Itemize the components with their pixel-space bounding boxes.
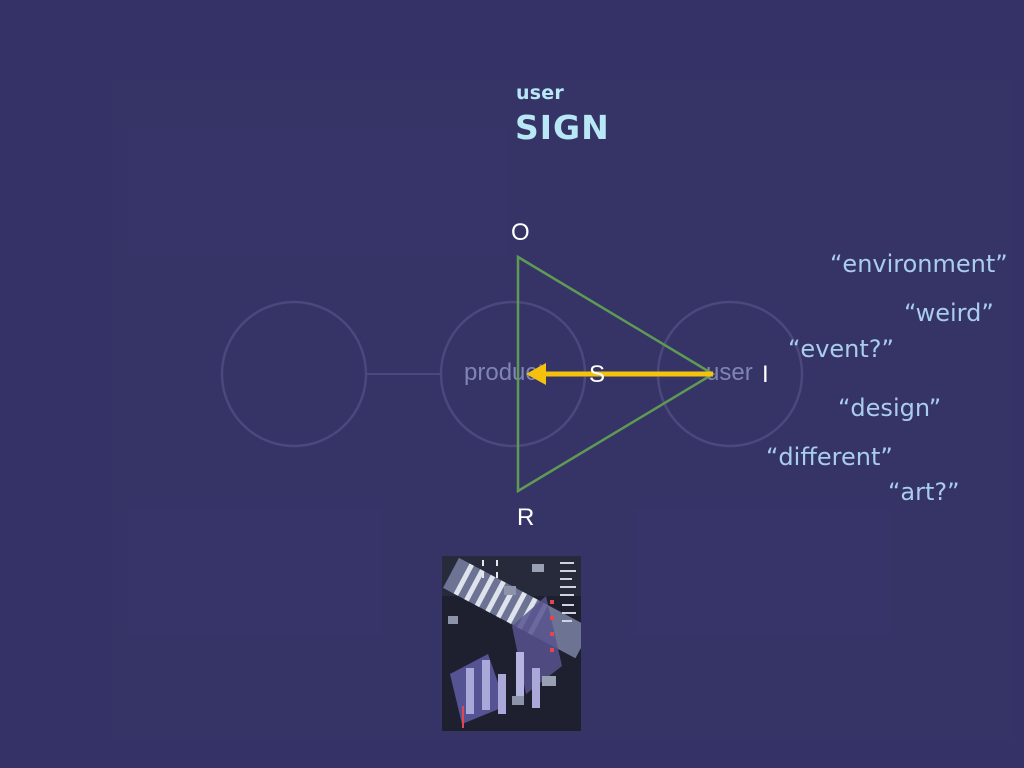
quote-event: “event?” — [788, 335, 894, 363]
quote-environment: “environment” — [830, 250, 1008, 278]
arrow-head — [526, 363, 546, 385]
quote-art: “art?” — [888, 478, 960, 506]
center-label-sign: S — [589, 361, 605, 388]
poster-image — [442, 556, 581, 731]
background-node-left — [220, 300, 368, 448]
quote-design: “design” — [838, 394, 942, 422]
heading-small: user — [516, 82, 564, 104]
background-label-user: user — [706, 359, 753, 386]
quote-weird: “weird” — [904, 299, 994, 327]
poster-artwork — [442, 556, 581, 731]
heading-big: SIGN — [515, 108, 610, 147]
vertex-label-interpretant: I — [762, 361, 769, 388]
semiotic-triangle — [516, 254, 716, 494]
quote-different: “different” — [766, 443, 893, 471]
vertex-label-representamen: R — [517, 504, 534, 531]
interpretation-arrow — [526, 363, 713, 385]
vertex-label-object: O — [511, 219, 530, 246]
